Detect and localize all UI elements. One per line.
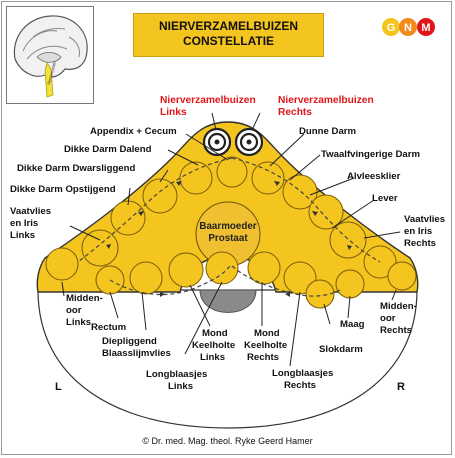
title-line-2: CONSTELLATIE <box>182 34 275 48</box>
label-midden-rechts-3: Rechts <box>380 325 412 336</box>
label-alvleesklier: Alvleesklier <box>347 171 401 182</box>
label-mond-links-2: Keelholte <box>192 340 235 351</box>
label-dikke-darm-opstijgend: Dikke Darm Opstijgend <box>10 184 116 195</box>
label-mond-rechts: Mond <box>254 328 280 339</box>
label-diepliggend: Diepliggend <box>102 336 157 347</box>
label-vaatvlies-links-3: Links <box>10 230 35 241</box>
logo-letter-g: G <box>387 22 396 34</box>
organ-circle <box>216 156 248 188</box>
title-line-1: NIERVERZAMELBUIZEN <box>158 19 299 33</box>
logo-letter-m: M <box>421 22 430 34</box>
label-side-left: L <box>55 381 62 393</box>
label-midden-rechts-2: oor <box>380 313 396 324</box>
label-mond-links: Mond <box>202 328 228 339</box>
label-nierverzamelbuizen-rechts: Nierverzamelbuizen <box>278 95 374 106</box>
label-midden-rechts: Midden- <box>380 301 417 312</box>
organ-circle <box>305 279 335 309</box>
copyright-notice: © Dr. med. Mag. theol. Ryke Geerd Hamer <box>142 436 313 446</box>
organ-circle <box>308 194 344 230</box>
label-longblaasjes-rechts: Longblaasjes <box>272 368 333 379</box>
logo-letter-n: N <box>404 22 412 34</box>
organ-circle <box>179 161 213 195</box>
label-dunne-darm: Dunne Darm <box>299 126 356 137</box>
label-mond-rechts-2: Keelholte <box>244 340 287 351</box>
label-vaatvlies-links-2: en Iris <box>10 218 38 229</box>
thumbnail-label: Hersenstam <box>46 60 57 85</box>
organ-circle <box>45 247 79 281</box>
brain-sagittal-image: Hersenstam <box>13 15 88 98</box>
pathway-arrows <box>106 181 352 297</box>
label-vaatvlies-rechts-2: en Iris <box>404 226 432 237</box>
label-nierverzamelbuizen-rechts-side: Rechts <box>278 107 312 118</box>
organ-circle <box>329 221 367 259</box>
label-nierverzamelbuizen-links-side: Links <box>160 107 187 118</box>
label-vaatvlies-rechts: Vaatvlies <box>404 214 445 225</box>
label-side-right: R <box>397 381 405 393</box>
label-mond-rechts-3: Rechts <box>247 352 279 363</box>
label-dikke-darm-dalend: Dikke Darm Dalend <box>64 144 152 155</box>
organ-circle <box>251 161 285 195</box>
organ-circle <box>205 251 239 285</box>
label-maag: Maag <box>340 319 365 330</box>
label-prostaat: Prostaat <box>208 233 248 244</box>
label-vaatvlies-links: Vaatvlies <box>10 206 51 217</box>
label-rectum: Rectum <box>91 322 126 333</box>
dashed-pathway <box>77 157 381 297</box>
label-vaatvlies-rechts-3: Rechts <box>404 238 436 249</box>
label-longblaasjes-rechts-2: Rechts <box>284 380 316 391</box>
label-appendix: Appendix + Cecum <box>90 126 177 137</box>
organ-circle <box>168 252 204 288</box>
organ-circle <box>110 200 146 236</box>
title-box: NIERVERZAMELBUIZEN CONSTELLATIE <box>133 13 324 57</box>
label-twaalfvingerige: Twaalfvingerige Darm <box>321 149 420 160</box>
organ-circle <box>81 229 119 267</box>
label-midden-links-2: oor <box>66 305 82 316</box>
label-diepliggend-2: Blaasslijmvlies <box>102 348 171 359</box>
label-slokdarm: Slokdarm <box>319 344 363 355</box>
label-nierverzamelbuizen-links: Nierverzamelbuizen <box>160 95 256 106</box>
organ-circles <box>45 156 417 309</box>
gnm-logo: G N M <box>382 18 435 36</box>
organ-circle <box>335 269 365 299</box>
center-gray-bump <box>199 289 257 313</box>
brain-thumbnail: Hersenstam <box>6 6 94 104</box>
leader-lines <box>61 112 401 367</box>
lower-disc <box>37 289 418 429</box>
organ-circle <box>142 178 178 214</box>
label-midden-links-3: Links <box>66 317 91 328</box>
label-mond-links-3: Links <box>200 352 225 363</box>
label-dikke-darm-dwars: Dikke Darm Dwarsliggend <box>17 163 136 174</box>
organ-circle <box>387 261 417 291</box>
label-midden-links: Midden- <box>66 293 103 304</box>
kidney-duct-circles <box>202 127 264 157</box>
organ-circle <box>129 261 163 295</box>
label-longblaasjes-links-2: Links <box>168 381 193 392</box>
label-lever: Lever <box>372 193 398 204</box>
label-baarmoeder: Baarmoeder <box>199 221 256 232</box>
label-longblaasjes-links: Longblaasjes <box>146 369 207 380</box>
